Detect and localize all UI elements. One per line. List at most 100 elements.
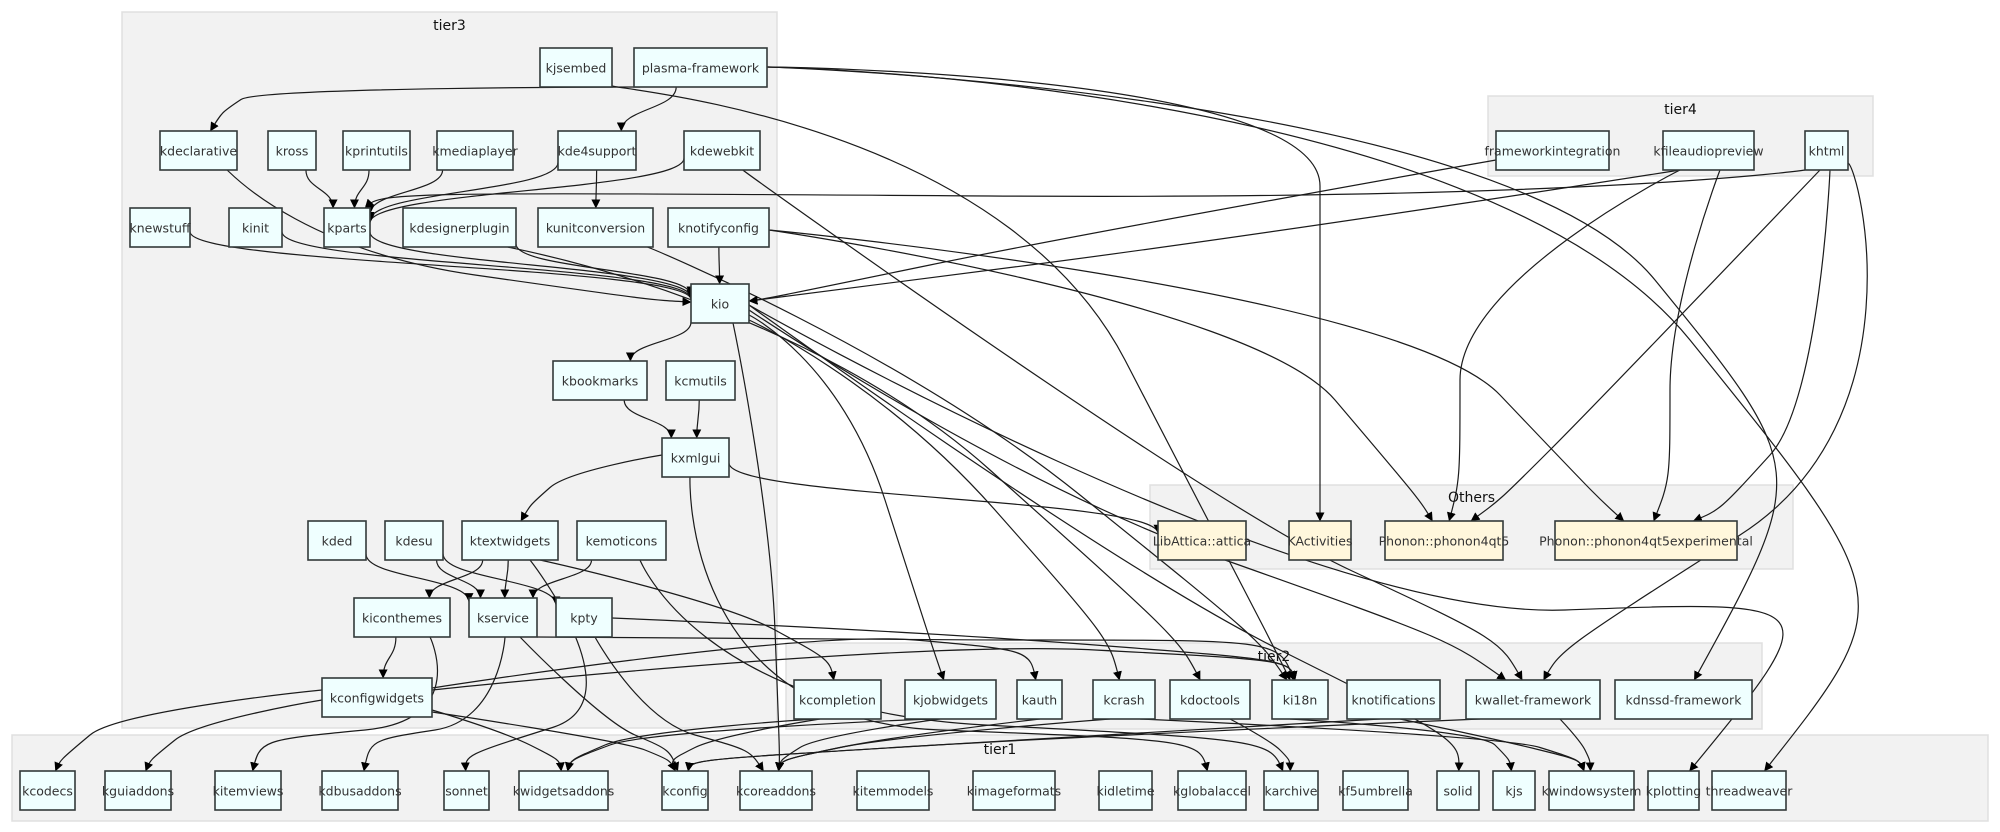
node-box[interactable] (576, 520, 667, 561)
node-box[interactable] (159, 130, 238, 171)
node-box[interactable] (1436, 770, 1480, 811)
node-kxmlgui[interactable]: kxmlgui (661, 437, 730, 478)
node-box[interactable] (665, 360, 736, 401)
node-kcodecs[interactable]: kcodecs (19, 770, 76, 811)
node-kmediaplayer[interactable]: kmediaplayer (432, 130, 519, 171)
node-kconfig[interactable]: kconfig (661, 770, 709, 811)
node-box[interactable] (1804, 130, 1849, 171)
node-box[interactable] (228, 207, 283, 248)
node-box[interactable] (793, 679, 882, 720)
node-kcrash[interactable]: kcrash (1092, 679, 1156, 720)
node-box[interactable] (1177, 770, 1247, 811)
node-karchive[interactable]: karchive (1263, 770, 1319, 811)
node-kidletime[interactable]: kidletime (1096, 770, 1155, 811)
node-kcmutils[interactable]: kcmutils (665, 360, 736, 401)
node-box[interactable] (537, 207, 654, 248)
node-kjobwidgets[interactable]: kjobwidgets (904, 679, 997, 720)
node-box[interactable] (461, 520, 559, 561)
node-box[interactable] (436, 130, 514, 171)
node-sonnet[interactable]: sonnet (443, 770, 490, 811)
node-kinit[interactable]: kinit (228, 207, 283, 248)
node-box[interactable] (1495, 130, 1610, 171)
node-box[interactable] (690, 283, 750, 324)
node-kglobalaccel[interactable]: kglobalaccel (1173, 770, 1251, 811)
node-box[interactable] (1548, 770, 1635, 811)
node-kprintutils[interactable]: kprintutils (342, 130, 411, 171)
node-ktextwidgets[interactable]: ktextwidgets (461, 520, 559, 561)
node-box[interactable] (661, 437, 730, 478)
node-frameworkintegration[interactable]: frameworkintegration (1485, 130, 1621, 171)
node-box[interactable] (557, 130, 637, 171)
node-knotifyconfig[interactable]: knotifyconfig (667, 207, 770, 248)
node-box[interactable] (1098, 770, 1153, 811)
node-box[interactable] (443, 770, 490, 811)
node-box[interactable] (1092, 679, 1156, 720)
node-kiconthemes[interactable]: kiconthemes (353, 597, 451, 638)
node-box[interactable] (1647, 770, 1700, 811)
node-kauth[interactable]: kauth (1016, 679, 1063, 720)
node-kdeclarative[interactable]: kdeclarative (159, 130, 238, 171)
node-kross[interactable]: kross (267, 130, 317, 171)
node-box[interactable] (633, 47, 768, 88)
node-box[interactable] (353, 597, 451, 638)
node-kemoticons[interactable]: kemoticons (576, 520, 667, 561)
node-box[interactable] (972, 770, 1056, 811)
node-box[interactable] (555, 597, 613, 638)
node-box[interactable] (856, 770, 930, 811)
node-kwindowsystem[interactable]: kwindowsystem (1542, 770, 1642, 811)
node-kdnssd-framework[interactable]: kdnssd-framework (1614, 679, 1753, 720)
node-kbookmarks[interactable]: kbookmarks (552, 360, 648, 401)
node-box[interactable] (321, 770, 399, 811)
node-box[interactable] (683, 130, 761, 171)
node-box[interactable] (1263, 770, 1319, 811)
node-box[interactable] (1157, 520, 1247, 561)
node-kdbusaddons[interactable]: kdbusaddons (318, 770, 402, 811)
node-kcoreaddons[interactable]: kcoreaddons (736, 770, 816, 811)
node-box[interactable] (1554, 520, 1738, 561)
node-kio[interactable]: kio (690, 283, 750, 324)
node-kded[interactable]: kded (307, 520, 367, 561)
node-kitemviews[interactable]: kitemviews (213, 770, 284, 811)
node-box[interactable] (1271, 679, 1329, 720)
node-box[interactable] (739, 770, 813, 811)
node-libattica-attica[interactable]: LibAttica::attica (1153, 520, 1251, 561)
node-kunitconversion[interactable]: kunitconversion (537, 207, 654, 248)
node-box[interactable] (1662, 130, 1755, 171)
node-box[interactable] (267, 130, 317, 171)
node-box[interactable] (539, 47, 613, 88)
node-box[interactable] (342, 130, 411, 171)
node-box[interactable] (1614, 679, 1753, 720)
node-box[interactable] (19, 770, 76, 811)
node-box[interactable] (667, 207, 770, 248)
node-kcompletion[interactable]: kcompletion (793, 679, 882, 720)
node-kde4support[interactable]: kde4support (557, 130, 637, 171)
node-phonon-phonon4qt5[interactable]: Phonon::phonon4qt5 (1379, 520, 1510, 561)
node-kdesu[interactable]: kdesu (384, 520, 444, 561)
node-kpty[interactable]: kpty (555, 597, 613, 638)
node-box[interactable] (1465, 679, 1601, 720)
node-box[interactable] (1288, 520, 1352, 561)
node-kjs[interactable]: kjs (1492, 770, 1536, 811)
node-kitemmodels[interactable]: kitemmodels (853, 770, 934, 811)
node-box[interactable] (323, 207, 371, 248)
node-khtml[interactable]: khtml (1804, 130, 1849, 171)
node-plasma-framework[interactable]: plasma-framework (633, 47, 768, 88)
node-box[interactable] (1492, 770, 1536, 811)
node-box[interactable] (661, 770, 709, 811)
node-box[interactable] (214, 770, 282, 811)
node-knewstuff[interactable]: knewstuff (129, 207, 191, 248)
node-box[interactable] (1384, 520, 1504, 561)
node-box[interactable] (1342, 770, 1409, 811)
node-kdesignerplugin[interactable]: kdesignerplugin (402, 207, 517, 248)
node-kplotting[interactable]: kplotting (1646, 770, 1701, 811)
node-kservice[interactable]: kservice (468, 597, 538, 638)
node-box[interactable] (1346, 679, 1441, 720)
node-ki18n[interactable]: ki18n (1271, 679, 1329, 720)
node-kfileaudiopreview[interactable]: kfileaudiopreview (1653, 130, 1764, 171)
node-kf5umbrella[interactable]: kf5umbrella (1338, 770, 1413, 811)
node-phonon-phonon4qt5experimental[interactable]: Phonon::phonon4qt5experimental (1539, 520, 1753, 561)
node-box[interactable] (518, 770, 609, 811)
node-kdewebkit[interactable]: kdewebkit (683, 130, 761, 171)
node-box[interactable] (104, 770, 172, 811)
node-box[interactable] (307, 520, 367, 561)
